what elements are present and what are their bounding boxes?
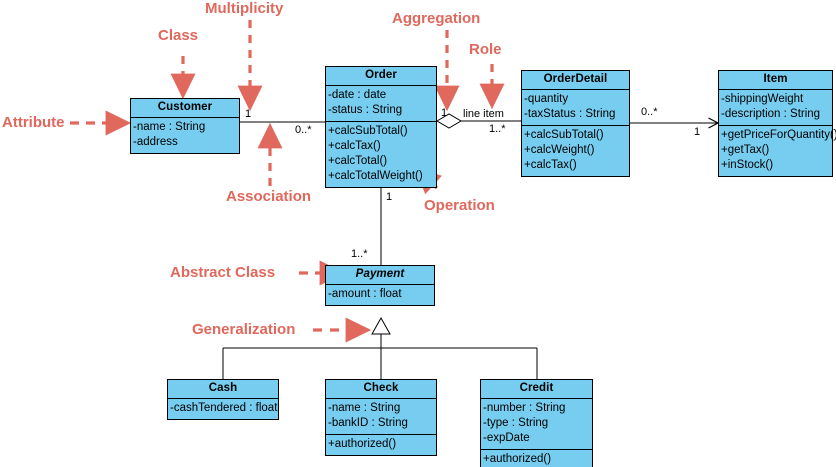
attribute-item: -name : String	[133, 121, 206, 133]
annotation-label-aggregation: Aggregation	[392, 10, 481, 27]
operations-compartment-check: +authorized()	[326, 434, 436, 455]
class-name-payment: Payment	[326, 266, 434, 285]
class-box-customer[interactable]: Customer -name : String -address	[130, 98, 240, 154]
operation-item: +calcTax()	[524, 159, 577, 171]
operation-item: +authorized()	[328, 438, 397, 450]
class-name-check: Check	[326, 380, 436, 399]
class-box-check[interactable]: Check -name : String -bankID : String +a…	[325, 379, 437, 456]
multiplicity-orderdetail-item-right: 1	[694, 126, 701, 138]
attribute-item: -bankID : String	[328, 417, 408, 429]
operation-item: +calcSubTotal()	[328, 125, 408, 137]
class-name-order: Order	[326, 67, 436, 86]
operation-item: +authorized()	[483, 453, 552, 465]
operation-item: +calcWeight()	[524, 144, 595, 156]
role-label-line-item: line item	[463, 108, 504, 120]
operation-item: +calcTotalWeight()	[328, 170, 423, 182]
multiplicity-customer-order-left: 1	[245, 108, 252, 120]
multiplicity-orderdetail-item-left: 0..*	[641, 106, 658, 118]
attributes-compartment-credit: -number : String -type : String -expDate	[481, 399, 592, 449]
class-box-cash[interactable]: Cash -cashTendered : float	[167, 379, 279, 420]
attribute-item: -description : String	[721, 108, 821, 120]
multiplicity-order-orderdetail-left: 1	[441, 107, 448, 119]
operations-compartment-order: +calcSubTotal() +calcTax() +calcTotal() …	[326, 121, 436, 187]
annotation-label-association: Association	[226, 188, 312, 205]
operation-item: +getTax()	[721, 144, 770, 156]
multiplicity-order-payment-top: 1	[386, 191, 393, 203]
annotation-label-attribute: Attribute	[2, 114, 65, 131]
attribute-item: -name : String	[328, 402, 401, 414]
operation-item: +inStock()	[721, 159, 774, 171]
class-name-credit: Credit	[481, 380, 592, 399]
multiplicity-order-orderdetail-right: 1..*	[489, 123, 506, 135]
class-box-orderdetail[interactable]: OrderDetail -quantity -taxStatus : Strin…	[521, 70, 630, 177]
operations-compartment-item: +getPriceForQuantity() +getTax() +inStoc…	[719, 125, 836, 176]
annotation-label-class: Class	[158, 27, 199, 44]
annotation-label-multiplicity: Multiplicity	[205, 0, 284, 17]
attributes-compartment-check: -name : String -bankID : String	[326, 399, 436, 434]
attributes-compartment-cash: -cashTendered : float	[168, 399, 278, 419]
class-name-customer: Customer	[131, 99, 239, 118]
annotation-label-abstract-class: Abstract Class	[170, 264, 276, 281]
attribute-item: -date : date	[328, 89, 387, 101]
attribute-item: -type : String	[483, 417, 549, 429]
attribute-item: -expDate	[483, 432, 530, 444]
class-box-credit[interactable]: Credit -number : String -type : String -…	[480, 379, 593, 467]
attribute-item: -address	[133, 136, 178, 148]
attribute-item: -cashTendered : float	[170, 402, 278, 414]
annotation-label-generalization: Generalization	[192, 321, 296, 338]
operation-item: +calcTotal()	[328, 155, 388, 167]
attributes-compartment-order: -date : date -status : String	[326, 86, 436, 121]
operations-compartment-credit: +authorized()	[481, 449, 592, 467]
multiplicity-order-payment-bottom: 1..*	[351, 248, 368, 260]
attribute-item: -number : String	[483, 402, 566, 414]
attributes-compartment-payment: -amount : float	[326, 285, 434, 305]
annotation-label-role: Role	[469, 41, 502, 58]
attribute-item: -taxStatus : String	[524, 108, 616, 120]
attributes-compartment-customer: -name : String -address	[131, 118, 239, 153]
operation-item: +getPriceForQuantity()	[721, 129, 836, 141]
class-name-cash: Cash	[168, 380, 278, 399]
attribute-item: -quantity	[524, 93, 569, 105]
class-box-item[interactable]: Item -shippingWeight -description : Stri…	[718, 70, 836, 177]
class-box-payment[interactable]: Payment -amount : float	[325, 265, 435, 306]
attribute-item: -amount : float	[328, 288, 402, 300]
annotation-label-operation: Operation	[424, 197, 495, 214]
multiplicity-customer-order-right: 0..*	[295, 124, 312, 136]
class-box-order[interactable]: Order -date : date -status : String +cal…	[325, 66, 437, 188]
attribute-item: -shippingWeight	[721, 93, 804, 105]
class-name-orderdetail: OrderDetail	[522, 71, 629, 90]
operation-item: +calcSubTotal()	[524, 129, 604, 141]
operations-compartment-orderdetail: +calcSubTotal() +calcWeight() +calcTax()	[522, 125, 629, 176]
attribute-item: -status : String	[328, 104, 403, 116]
attributes-compartment-orderdetail: -quantity -taxStatus : String	[522, 90, 629, 125]
attributes-compartment-item: -shippingWeight -description : String	[719, 90, 832, 125]
operation-item: +calcTax()	[328, 140, 381, 152]
class-name-item: Item	[719, 71, 832, 90]
